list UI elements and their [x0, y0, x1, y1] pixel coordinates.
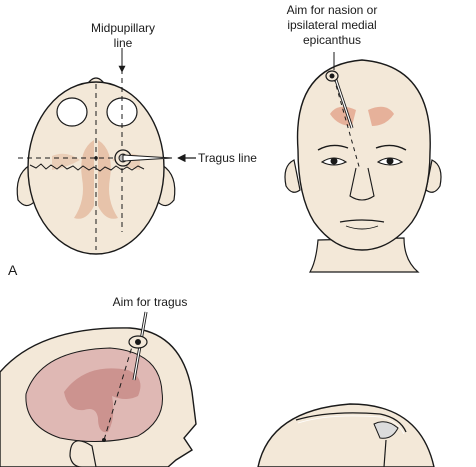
tragus-line-label: Tragus line	[198, 151, 257, 165]
tunneled-catheter-core	[297, 415, 405, 435]
partial-head-view	[257, 403, 435, 467]
aim-nasion-label-2: ipsilateral medial	[287, 18, 376, 32]
frontal-horn-right	[368, 106, 394, 126]
catheter-clip	[373, 421, 399, 439]
right-ventricle-top	[98, 140, 118, 219]
skull-top-view	[16, 48, 196, 255]
face-nose	[349, 167, 375, 201]
face-right-ear	[425, 159, 442, 193]
catheter-shaft-top	[122, 154, 173, 162]
left-ventricle-top	[74, 140, 94, 219]
right-orbit	[106, 97, 138, 127]
aim-nasion-label-3: epicanthus	[303, 33, 361, 47]
partial-head-outline	[257, 403, 435, 467]
aim-nasion-label-1: Aim for nasion or	[287, 3, 378, 17]
midline-point	[94, 156, 98, 160]
aim-tragus-label: Aim for tragus	[113, 295, 188, 309]
left-orbit	[56, 97, 88, 127]
lateral-view	[0, 311, 197, 467]
panel-a-label: A	[8, 262, 18, 278]
right-pupil	[386, 157, 394, 165]
burr-hole-lateral-center	[135, 339, 141, 345]
lateral-ventricle	[64, 368, 141, 433]
tunneled-catheter	[295, 412, 407, 433]
left-pupil	[330, 157, 338, 165]
neck	[308, 237, 420, 273]
face-mouth	[339, 219, 385, 223]
face-catheter-core	[333, 73, 353, 129]
midpupillary-label-1: Midpupillary	[91, 21, 155, 35]
frontal-face	[284, 52, 442, 273]
tragus-point	[102, 438, 106, 442]
face-lip	[345, 225, 379, 230]
coronal-suture	[29, 163, 145, 172]
right-brow	[375, 144, 407, 151]
midpupillary-label-2: line	[114, 36, 133, 50]
catheter-exit	[383, 439, 387, 467]
face-left-ear	[284, 159, 301, 193]
left-brow	[317, 144, 349, 151]
burr-hole-face-center	[329, 73, 335, 79]
face-outline	[296, 59, 431, 251]
